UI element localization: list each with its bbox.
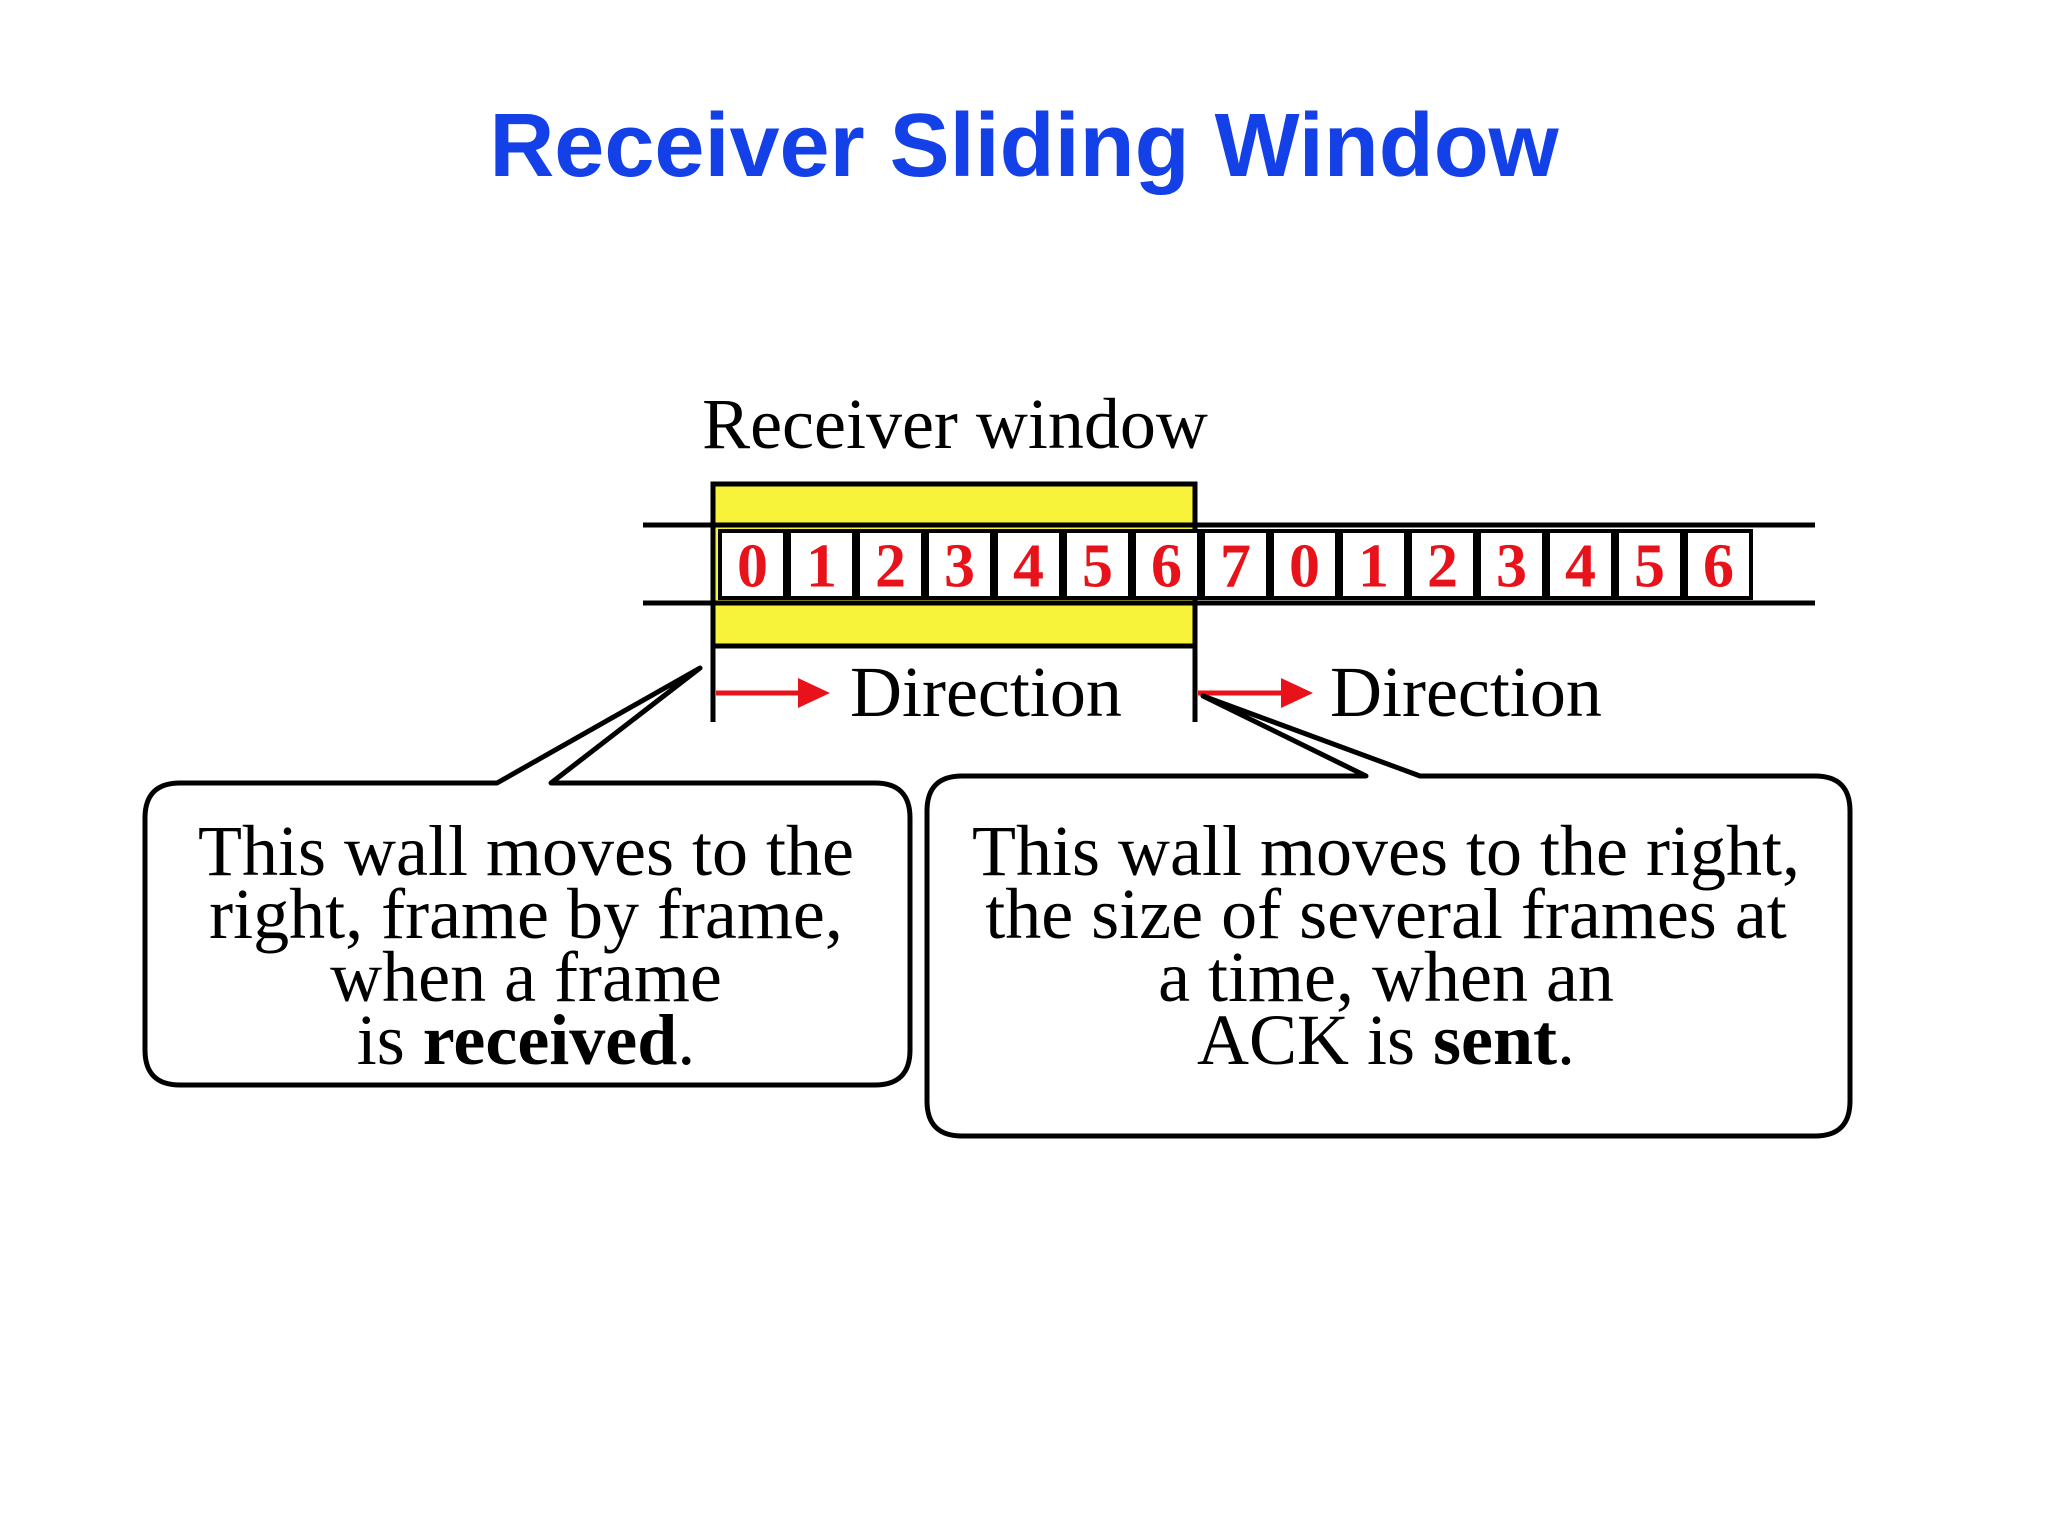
frame-cell bbox=[1063, 529, 1132, 600]
frame-number: 7 bbox=[1220, 533, 1251, 601]
frame-cell bbox=[1339, 529, 1408, 600]
frame-number: 6 bbox=[1703, 533, 1734, 601]
frame-number: 1 bbox=[1358, 533, 1389, 601]
frame-cell bbox=[856, 529, 925, 600]
frame-cell bbox=[1132, 529, 1201, 600]
frame-number: 0 bbox=[737, 533, 768, 601]
left-callout-line-4: is received. bbox=[357, 1000, 696, 1080]
frame-cell bbox=[1408, 529, 1477, 600]
right-callout-line-3: a time, when an bbox=[1158, 937, 1614, 1017]
left-callout-line-3: when a frame bbox=[330, 937, 722, 1017]
frame-cell bbox=[718, 529, 787, 600]
receiver-window-label: Receiver window bbox=[702, 384, 1208, 464]
frame-number: 2 bbox=[875, 533, 906, 601]
frame-number: 4 bbox=[1565, 533, 1596, 601]
frame-number: 0 bbox=[1289, 533, 1320, 601]
frame-number: 3 bbox=[944, 533, 975, 601]
frame-number: 4 bbox=[1013, 533, 1044, 601]
left-callout-bubble bbox=[142, 665, 913, 1088]
right-callout-bubble bbox=[924, 693, 1853, 1139]
right-direction-label: Direction bbox=[1330, 652, 1602, 732]
frame-cell bbox=[1546, 529, 1615, 600]
left-direction-arrowhead bbox=[798, 678, 830, 708]
frame-cell bbox=[994, 529, 1063, 600]
slide-title: Receiver Sliding Window bbox=[489, 96, 1559, 196]
frame-number: 2 bbox=[1427, 533, 1458, 601]
frame-number: 5 bbox=[1634, 533, 1665, 601]
frame-number: 3 bbox=[1496, 533, 1527, 601]
left-callout-line-2: right, frame by frame, bbox=[209, 874, 843, 954]
right-callout-line-1: This wall moves to the right, bbox=[972, 811, 1800, 891]
frame-number: 6 bbox=[1151, 533, 1182, 601]
frame-cell bbox=[1477, 529, 1546, 600]
frame-cell bbox=[1270, 529, 1339, 600]
frame-cell bbox=[925, 529, 994, 600]
right-callout-line-4: ACK is sent. bbox=[1197, 1000, 1575, 1080]
frame-number: 1 bbox=[806, 533, 837, 601]
right-direction-arrowhead bbox=[1281, 678, 1313, 708]
frame-cell bbox=[1201, 529, 1270, 600]
left-direction-label: Direction bbox=[850, 652, 1122, 732]
right-callout-line-2: the size of several frames at bbox=[985, 874, 1787, 954]
frame-number: 5 bbox=[1082, 533, 1113, 601]
frame-cell bbox=[1615, 529, 1684, 600]
frame-cell bbox=[787, 529, 856, 600]
left-callout-line-1: This wall moves to the bbox=[198, 811, 854, 891]
frame-cell bbox=[1684, 529, 1753, 600]
